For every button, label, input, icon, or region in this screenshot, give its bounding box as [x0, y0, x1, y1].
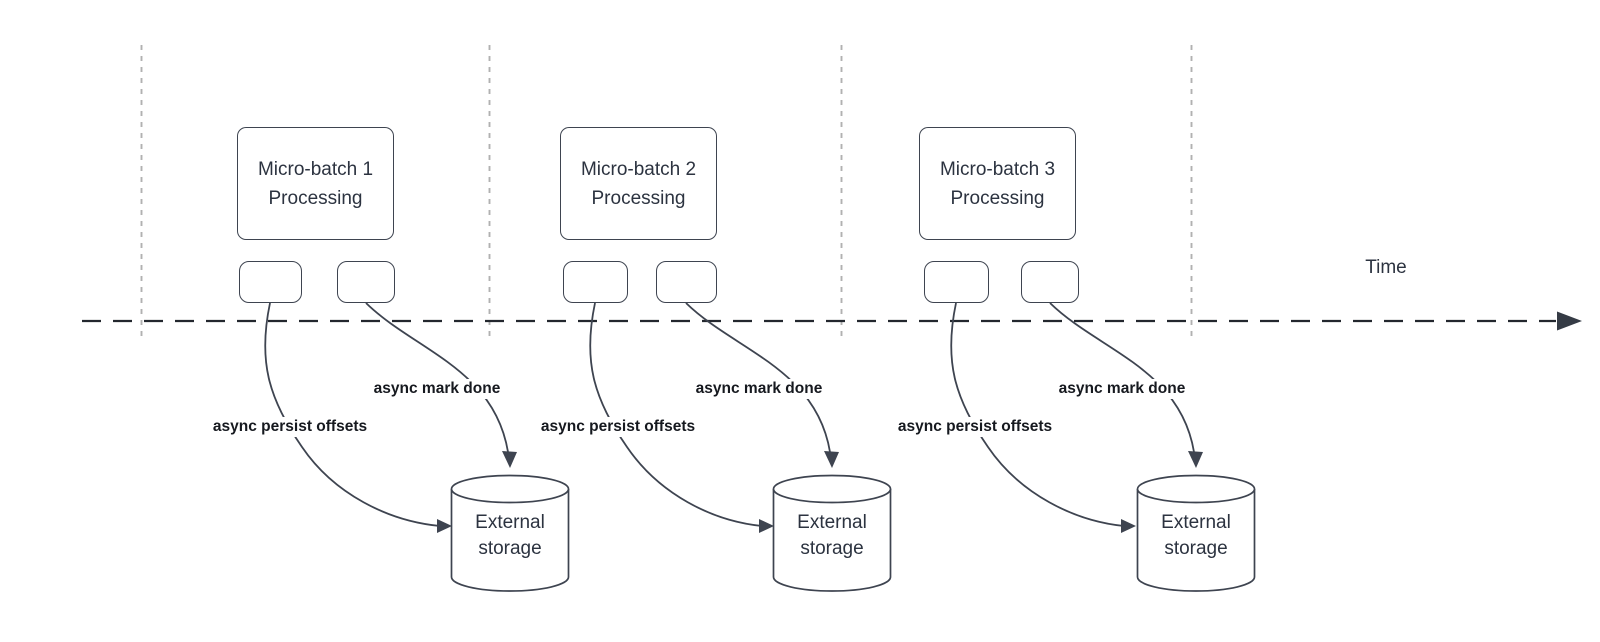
- persist-offsets-label-3: async persist offsets: [893, 417, 1057, 437]
- cylinder-shape-icon: [450, 474, 570, 592]
- micro-batch-2-offset-marker-right: [656, 261, 717, 303]
- micro-batch-3-offset-marker-left: [924, 261, 989, 303]
- cylinder-shape-icon: [772, 474, 892, 592]
- micro-batch-1-title-line2: Processing: [268, 187, 363, 209]
- persist-offsets-label-1: async persist offsets: [208, 417, 372, 437]
- micro-batch-2-title-line1: Micro-batch 2: [580, 158, 697, 180]
- persist-offsets-arrowhead-icon-1: [437, 519, 452, 533]
- micro-batch-3-title-line2: Processing: [950, 187, 1045, 209]
- external-storage-label-2: External storage: [797, 512, 867, 559]
- persist-offsets-arrow-3: [950, 302, 1125, 527]
- mark-done-arrow-2: [685, 302, 831, 453]
- micro-batch-3-title-line1: Micro-batch 3: [939, 158, 1056, 180]
- cylinder-shape-icon: [1136, 474, 1256, 592]
- mark-done-label-1: async mark done: [369, 379, 505, 399]
- micro-batch-2-offset-marker-left: [563, 261, 628, 303]
- micro-batch-1-offset-marker-left: [239, 261, 302, 303]
- time-axis-arrowhead-icon: [1557, 311, 1582, 331]
- mark-done-arrow-3: [1049, 302, 1195, 453]
- micro-batch-1-processing-box: Micro-batch 1 Processing: [237, 127, 394, 240]
- external-storage-label-1: External storage: [475, 512, 545, 559]
- persist-offsets-arrowhead-icon-3: [1121, 519, 1136, 533]
- mark-done-arrowhead-icon-2: [824, 451, 839, 468]
- interval-guide-lines: [140, 45, 1193, 336]
- micro-batch-3-processing-box: Micro-batch 3 Processing: [919, 127, 1076, 240]
- mark-done-arrow-1: [365, 302, 509, 453]
- micro-batch-1-title-line1: Micro-batch 1: [257, 158, 374, 180]
- persist-offsets-arrow-1: [264, 302, 441, 527]
- micro-batch-2-processing-box: Micro-batch 2 Processing: [560, 127, 717, 240]
- micro-batch-2-title-line2: Processing: [591, 187, 686, 209]
- external-storage-label-3: External storage: [1161, 512, 1231, 559]
- mark-done-arrowhead-icon-3: [1188, 451, 1203, 468]
- mark-done-label-2: async mark done: [691, 379, 827, 399]
- micro-batch-1-offset-marker-right: [337, 261, 395, 303]
- external-storage-cylinder-1: External storage: [450, 474, 570, 592]
- external-storage-cylinder-2: External storage: [772, 474, 892, 592]
- time-axis-label: Time: [1365, 257, 1407, 278]
- persist-offsets-arrowhead-icon-2: [759, 519, 774, 533]
- mark-done-label-3: async mark done: [1054, 379, 1190, 399]
- persist-offsets-arrow-2: [589, 302, 763, 527]
- external-storage-cylinder-3: External storage: [1136, 474, 1256, 592]
- micro-batch-3-offset-marker-right: [1021, 261, 1079, 303]
- persist-offsets-label-2: async persist offsets: [536, 417, 700, 437]
- mark-done-arrowhead-icon-1: [502, 451, 517, 468]
